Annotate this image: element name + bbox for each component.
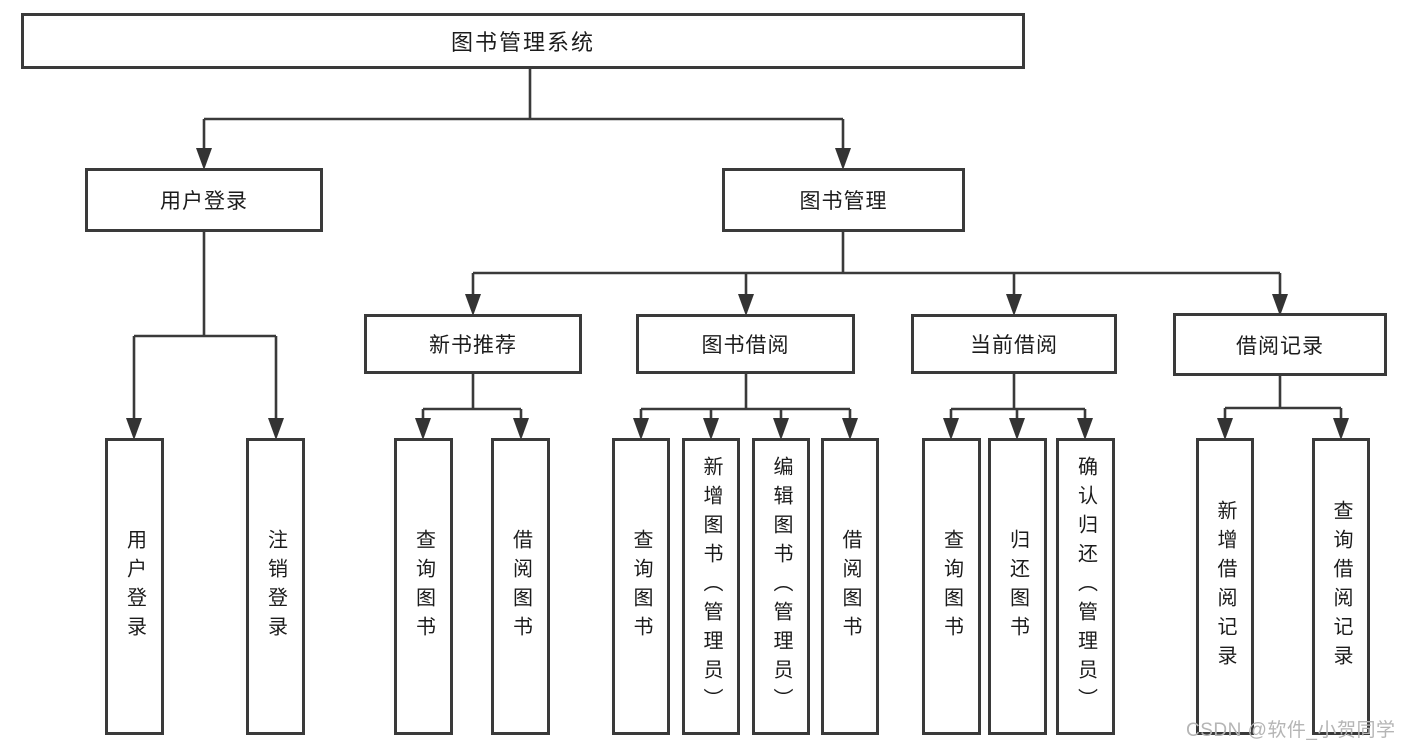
- leaf-logout: 注销登录: [246, 438, 305, 735]
- node-current-borrowing: 当前借阅: [911, 314, 1117, 374]
- node-root: 图书管理系统: [21, 13, 1025, 69]
- leaf-current-confirm-return-admin-label: 确认归还（管理员）: [1074, 456, 1097, 717]
- node-borrow-records: 借阅记录: [1173, 313, 1387, 376]
- leaf-login-label: 用户登录: [123, 528, 146, 645]
- leaf-records-query-record-label: 查询借阅记录: [1330, 499, 1352, 674]
- leaf-records-add-record: 新增借阅记录: [1196, 438, 1254, 735]
- leaf-borrowing-add-books-admin: 新增图书（管理员）: [682, 438, 740, 735]
- node-user-login: 用户登录: [85, 168, 323, 232]
- leaf-recommend-borrow-books-label: 借阅图书: [509, 528, 532, 645]
- node-book-management-label: 图书管理: [799, 190, 888, 213]
- leaf-records-query-record: 查询借阅记录: [1312, 438, 1370, 735]
- leaf-login: 用户登录: [105, 438, 164, 735]
- leaf-current-return-books-label: 归还图书: [1006, 528, 1029, 645]
- leaf-borrowing-edit-books-admin: 编辑图书（管理员）: [752, 438, 810, 735]
- node-current-borrowing-label: 当前借阅: [970, 334, 1058, 357]
- leaf-borrowing-query-books-label: 查询图书: [630, 528, 652, 645]
- node-book-borrowing-label: 图书借阅: [701, 334, 790, 357]
- leaf-recommend-query-books: 查询图书: [394, 438, 453, 735]
- watermark-text: CSDN @软件_小贺同学: [1186, 720, 1396, 741]
- leaf-borrowing-add-books-admin-label: 新增图书（管理员）: [700, 456, 722, 717]
- leaf-recommend-borrow-books: 借阅图书: [491, 438, 550, 735]
- leaf-current-confirm-return-admin: 确认归还（管理员）: [1056, 438, 1115, 735]
- node-book-management: 图书管理: [722, 168, 965, 232]
- leaf-current-query-books-label: 查询图书: [940, 528, 963, 645]
- leaf-borrowing-query-books: 查询图书: [612, 438, 670, 735]
- leaf-current-return-books: 归还图书: [988, 438, 1047, 735]
- leaf-borrowing-borrow-books-label: 借阅图书: [839, 528, 861, 645]
- leaf-records-add-record-label: 新增借阅记录: [1214, 499, 1236, 674]
- node-user-login-label: 用户登录: [160, 190, 248, 213]
- arrowheads: [126, 148, 1349, 440]
- leaf-current-query-books: 查询图书: [922, 438, 981, 735]
- leaf-recommend-query-books-label: 查询图书: [412, 528, 435, 645]
- node-new-book-recommend: 新书推荐: [364, 314, 582, 374]
- leaf-logout-label: 注销登录: [264, 528, 287, 645]
- node-borrow-records-label: 借阅记录: [1236, 334, 1324, 358]
- node-book-borrowing: 图书借阅: [636, 314, 855, 374]
- leaf-borrowing-borrow-books: 借阅图书: [821, 438, 879, 735]
- node-new-book-recommend-label: 新书推荐: [429, 334, 517, 357]
- node-root-label: 图书管理系统: [450, 30, 595, 55]
- leaf-borrowing-edit-books-admin-label: 编辑图书（管理员）: [770, 456, 792, 717]
